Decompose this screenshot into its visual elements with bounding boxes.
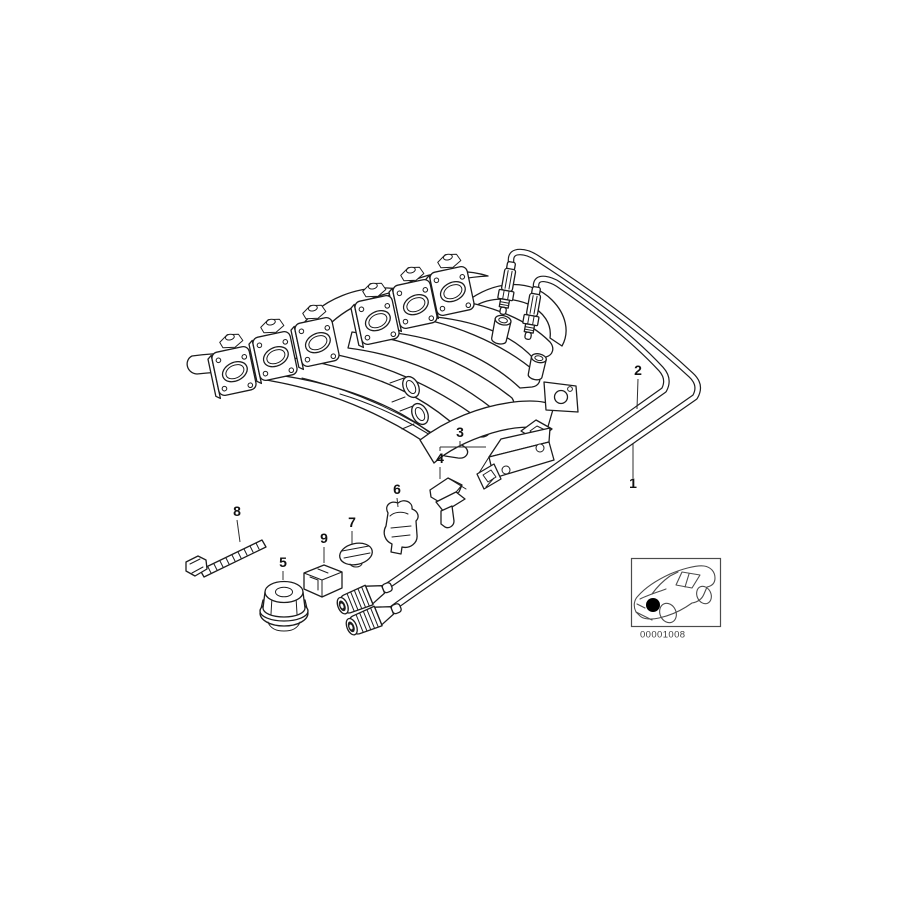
clip9-slot: [309, 568, 329, 591]
car-body-outline: [633, 565, 716, 620]
callout-1-label[interactable]: 1: [629, 475, 637, 491]
callout-3: 3: [439, 424, 486, 451]
holder6-detail-lines: [389, 511, 412, 538]
clip4-foot: [440, 505, 455, 529]
clip9-edges: [303, 571, 343, 598]
callout-2: 2: [634, 362, 642, 410]
grommet-slot: [341, 545, 371, 559]
sensor-cable-1: [389, 248, 702, 612]
callout-4: 4: [436, 450, 444, 479]
car-rear-wheel: [696, 585, 712, 605]
callout-8-label[interactable]: 8: [233, 503, 241, 519]
callout-7: 7: [348, 514, 356, 544]
manifold-illustration: [186, 250, 579, 464]
sensor-cable-2: [380, 275, 670, 592]
callout-2-label[interactable]: 2: [634, 362, 642, 378]
callout-6-label[interactable]: 6: [393, 481, 401, 497]
grommet-tab: [349, 563, 363, 568]
bracket-stud-2: [501, 465, 511, 475]
strap-teeth: [207, 542, 260, 574]
callout-4-label[interactable]: 4: [436, 450, 444, 466]
sensor-boss-1: [491, 314, 512, 345]
clip4-lower-leaf: [435, 491, 466, 513]
strap-buckle: [185, 555, 208, 577]
callout-1: 1: [629, 444, 637, 491]
callout-8: 8: [233, 503, 241, 543]
clip9-box: [303, 564, 343, 598]
cut-pipe-end-1-bore: [405, 379, 417, 395]
bracket-foot-hole: [482, 469, 497, 483]
callouts: 1 2 3 4 5 6 7 8: [233, 362, 642, 580]
callout-7-label[interactable]: 7: [348, 514, 356, 530]
callout-9-label[interactable]: 9: [320, 530, 328, 546]
retaining-clip-4: [429, 477, 467, 529]
manifold-runner-pipe-6: [425, 297, 554, 360]
cut-pipe-end-2-bore: [414, 406, 426, 422]
car-silhouette: [633, 565, 716, 624]
bracket-foot: [476, 463, 502, 490]
boss-bore: [534, 355, 544, 362]
grommet-disc: [339, 542, 373, 566]
grommet-7: [339, 542, 373, 568]
outlet-flange-bore: [553, 389, 569, 405]
cable-2-core: [381, 276, 669, 591]
callout-3-label[interactable]: 3: [456, 424, 464, 440]
callout-6: 6: [393, 481, 401, 508]
nut-bottom-rim: [267, 621, 301, 632]
callout-5: 5: [279, 554, 287, 580]
car-hood-line: [639, 588, 667, 600]
car-front-detail: [635, 603, 653, 621]
outlet-flange: [543, 381, 579, 413]
strap-buckle-lines: [189, 558, 204, 574]
cable-clip-9: [303, 564, 343, 598]
nut-top-face: [264, 580, 304, 604]
cable-1-core: [390, 249, 700, 611]
component-location-dot: [646, 598, 660, 612]
callout-3-leader: [439, 441, 486, 451]
callout-2-leader: [636, 378, 639, 410]
callout-5-label[interactable]: 5: [279, 554, 287, 570]
cable-holder-6: [383, 500, 419, 555]
strap-band: [199, 539, 267, 578]
manifold-runner-pipe-5: [387, 313, 541, 389]
boss-bore: [498, 317, 508, 324]
bracket-bend-lines: [478, 456, 495, 488]
sensor-boss-2: [527, 353, 547, 381]
callout-6-leader: [396, 497, 399, 508]
manifold-cut-pipe-ends: [389, 375, 429, 430]
mounting-bracket: [476, 419, 555, 490]
cable-strap-8: [185, 539, 267, 578]
car-side-windows: [675, 571, 701, 589]
hex-nut-5: [259, 580, 309, 632]
outlet-flange-bolt: [567, 386, 573, 392]
car-inset: 00001008: [630, 557, 722, 641]
bracket-stud-1: [535, 443, 545, 453]
car-windshield: [651, 571, 679, 595]
car-front-wheel: [659, 602, 677, 624]
callout-9: 9: [320, 530, 328, 563]
nut-bore: [275, 586, 293, 598]
manifold-flange-1: [203, 330, 259, 400]
callout-8-leader: [236, 519, 241, 543]
cut-pipe-walls: [389, 377, 415, 430]
image-code: 00001008: [640, 630, 685, 641]
